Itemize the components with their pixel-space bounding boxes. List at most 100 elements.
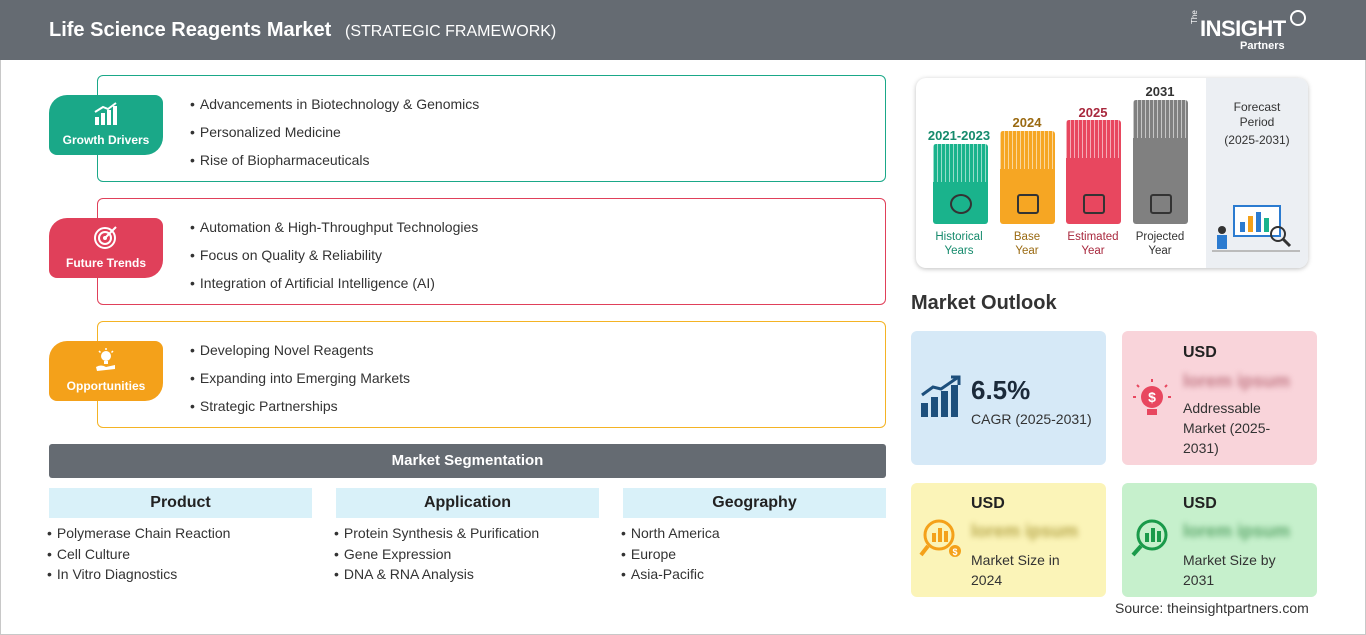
cagr-value: 6.5% [971, 375, 1031, 405]
insight-partners-logo[interactable]: The INSIGHT Partners [1190, 10, 1320, 54]
list-item: Strategic Partnerships [190, 398, 410, 426]
presentation-board-icon [1150, 194, 1172, 214]
year-estimated: 2025 [1078, 105, 1108, 120]
label-line: Estimated [1067, 231, 1119, 243]
list-item: Polymerase Chain Reaction [47, 525, 231, 546]
size2024-usd: USD [971, 495, 1005, 512]
size2024-label: Market Size in 2024 [971, 550, 1060, 590]
segment-head-application: Application [336, 488, 599, 518]
label-line: Market (2025- [1183, 420, 1271, 436]
logo-the: The [1190, 10, 1199, 24]
market-outlook-title: Market Outlook [911, 292, 1057, 314]
list-item: Rise of Biopharmaceuticals [190, 152, 479, 180]
size2031-label: Market Size by 2031 [1183, 550, 1276, 590]
size2031-usd: USD [1183, 495, 1217, 512]
label-line: Addressable [1183, 400, 1261, 416]
future-trends-tag: Future Trends [49, 218, 163, 278]
year-historical: 2021-2023 [927, 128, 991, 143]
svg-text:$: $ [1148, 389, 1156, 405]
list-item: Advancements in Biotechnology & Genomics [190, 96, 479, 124]
list-item: Europe [621, 546, 720, 567]
source-credit[interactable]: Source: theinsightpartners.com [1115, 600, 1309, 616]
forecast-line3: (2025-2031) [1224, 133, 1290, 147]
bar-stripes [933, 144, 988, 182]
label-line: Market Size in [971, 552, 1060, 568]
addressable-label: Addressable Market (2025- 2031) [1183, 398, 1270, 458]
segment-head-geography: Geography [623, 488, 886, 518]
label-line: Year [1081, 245, 1105, 257]
opportunities-box: Developing Novel Reagents Expanding into… [97, 321, 886, 428]
size2031-value: lorem ipsum [1183, 521, 1291, 541]
magnifier-chart-icon: $ [919, 519, 961, 557]
cagr-label: CAGR (2025-2031) [971, 411, 1092, 427]
list-item: Asia-Pacific [621, 566, 720, 587]
label-line: Year [1148, 245, 1172, 257]
growth-drivers-list: Advancements in Biotechnology & Genomics… [190, 96, 479, 180]
bar-stripes [1066, 120, 1121, 158]
label-projected: Projected Year [1120, 230, 1200, 258]
label-line: Projected [1135, 231, 1185, 243]
product-segment-list: Polymerase Chain Reaction Cell Culture I… [47, 525, 231, 587]
cagr-card: 6.5% CAGR (2025-2031) [911, 331, 1106, 465]
label-line: Historical [935, 231, 983, 243]
money-lightbulb-icon: $ [1133, 379, 1171, 415]
logo-main: INSIGHT [1200, 16, 1286, 41]
growth-chart-icon [94, 102, 117, 125]
forecast-line1: Forecast [1233, 100, 1281, 114]
future-trends-box: Automation & High-Throughput Technologie… [97, 198, 886, 305]
list-item: Protein Synthesis & Purification [334, 525, 539, 546]
growth-drivers-label: Growth Drivers [62, 133, 150, 147]
list-item: Personalized Medicine [190, 124, 479, 152]
future-trends-label: Future Trends [65, 256, 146, 270]
opportunities-list: Developing Novel Reagents Expanding into… [190, 342, 410, 426]
market-size-2024-card: $ USD lorem ipsum Market Size in 2024 [911, 483, 1106, 597]
market-segmentation-bar: Market Segmentation [49, 444, 886, 478]
opportunities-tag: Opportunities [49, 341, 163, 401]
addressable-value: lorem ipsum [1183, 371, 1291, 391]
addressable-usd: USD [1183, 344, 1217, 361]
application-segment-list: Protein Synthesis & Purification Gene Ex… [334, 525, 539, 587]
page-title: Life Science Reagents Market [49, 19, 332, 41]
opportunities-label: Opportunities [66, 379, 146, 393]
segment-head-product: Product [49, 488, 312, 518]
list-item: Integration of Artificial Intelligence (… [190, 275, 478, 303]
bar-stripes [1133, 100, 1188, 138]
gear-chart-icon [1083, 194, 1105, 214]
label-line: 2031 [1183, 572, 1215, 588]
calendar-icon [1017, 194, 1039, 214]
bar-base [1000, 131, 1055, 224]
list-item: In Vitro Diagnostics [47, 566, 230, 587]
growth-drivers-box: Advancements in Biotechnology & Genomics… [97, 75, 886, 182]
future-trends-list: Automation & High-Throughput Technologie… [190, 219, 478, 303]
size2024-value: lorem ipsum [971, 521, 1079, 541]
label-line: Year [1015, 245, 1039, 257]
target-icon [94, 226, 117, 249]
geography-segment-list: North America Europe Asia-Pacific [621, 525, 720, 587]
logo-partners: Partners [1240, 40, 1285, 52]
list-item: Focus on Quality & Reliability [190, 247, 478, 275]
growth-chart-icon [921, 375, 961, 417]
bar-historical [933, 144, 988, 224]
label-line: 2024 [971, 572, 1003, 588]
label-base: Base Year [987, 230, 1067, 258]
lightbulb-hand-icon [96, 348, 115, 371]
label-historical: Historical Years [919, 230, 999, 258]
list-item: DNA & RNA Analysis [334, 566, 539, 587]
label-line: Market Size by [1183, 552, 1276, 568]
list-item: Automation & High-Throughput Technologie… [190, 219, 478, 247]
svg-text:$: $ [952, 547, 957, 557]
year-base: 2024 [1012, 115, 1042, 130]
bar-estimated [1066, 120, 1121, 224]
page-subtitle: (STRATEGIC FRAMEWORK) [345, 23, 557, 40]
year-projected: 2031 [1145, 84, 1175, 99]
growth-drivers-tag: Growth Drivers [49, 95, 163, 155]
history-clock-icon [950, 194, 972, 214]
label-line: Years [944, 245, 974, 257]
list-item: North America [621, 525, 720, 546]
logo-ring-icon [1290, 10, 1306, 26]
label-line: Base [1013, 231, 1041, 243]
label-line: 2031) [1183, 440, 1219, 456]
magnifier-chart-icon [1131, 519, 1168, 557]
analyst-dashboard-icon [1212, 205, 1300, 252]
addressable-market-card: $ USD lorem ipsum Addressable Market (20… [1122, 331, 1317, 465]
